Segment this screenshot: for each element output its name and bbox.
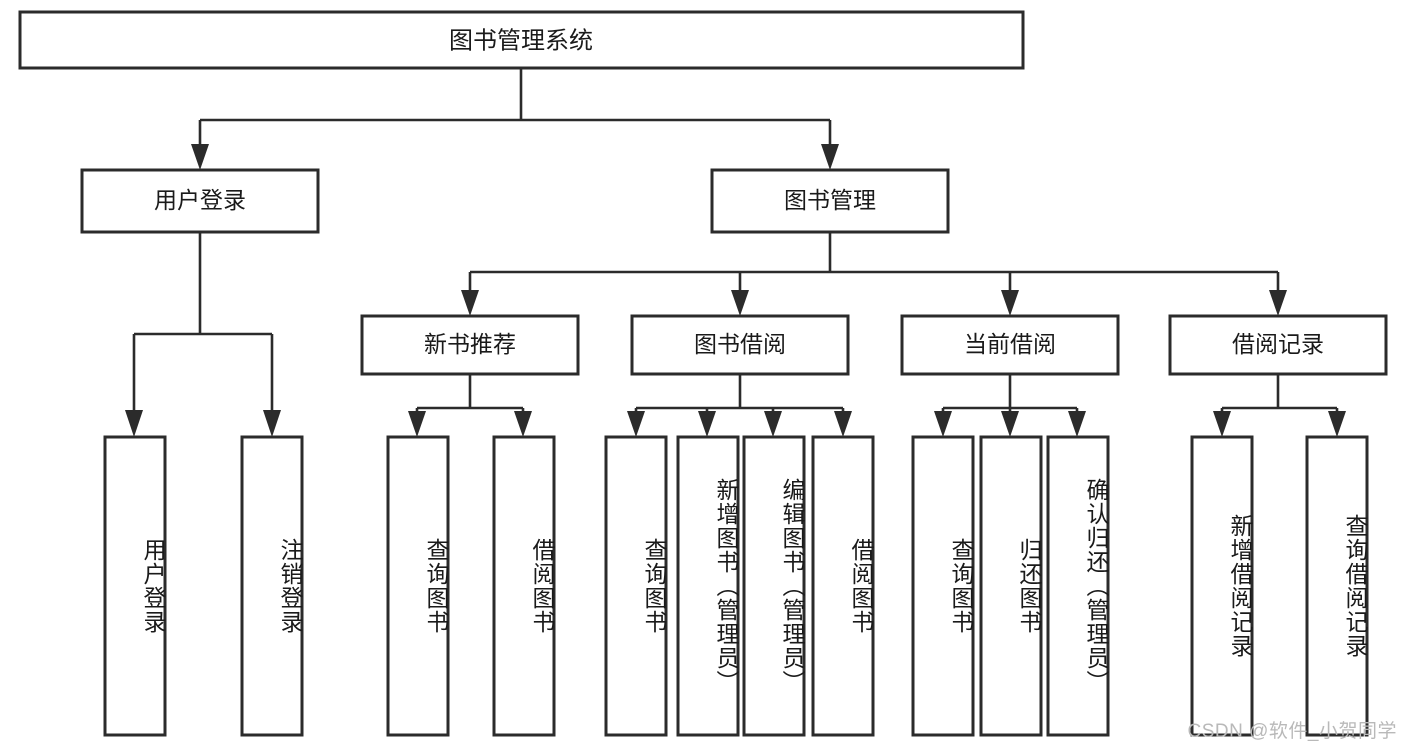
connector-bookmgmt-to-level3 [461,232,1287,316]
node-user-login[interactable]: 用户登录 [80,168,320,234]
arrow-icon [627,411,645,437]
leaf-box-query-book-3[interactable] [911,435,975,737]
node-root-label: 图书管理系统 [449,27,593,54]
leaf-box-query-book-2[interactable] [604,435,668,737]
arrow-icon [408,411,426,437]
arrow-icon [1068,411,1086,437]
node-book-management-label: 图书管理 [784,187,876,213]
node-borrow-record[interactable]: 借阅记录 [1168,314,1388,376]
leaf-box-user-login[interactable] [103,435,167,737]
arrow-icon [125,410,143,437]
arrow-icon [1328,411,1346,437]
leaf-box-edit-book[interactable] [742,435,806,737]
arrow-icon [191,144,209,170]
leaf-box-borrow-book-1[interactable] [492,435,556,737]
arrow-icon [1001,411,1019,437]
leaf-box-query-book-1[interactable] [386,435,450,737]
arrow-icon [731,290,749,316]
node-book-management[interactable]: 图书管理 [710,168,950,234]
leaf-box-confirm-return[interactable] [1046,435,1110,737]
watermark: CSDN @软件_小贺同学 [1187,721,1397,742]
leaf-box-add-record[interactable] [1190,435,1254,737]
arrow-icon [263,410,281,437]
leaf-box-add-book[interactable] [676,435,740,737]
leaf-box-borrow-book-2[interactable] [811,435,875,737]
arrow-icon [461,290,479,316]
connector-current-to-leaves [934,374,1086,437]
node-new-book-recommend[interactable]: 新书推荐 [360,314,580,376]
arrow-icon [821,144,839,170]
arrow-icon [698,411,716,437]
arrow-icon [1269,290,1287,316]
node-user-login-label: 用户登录 [154,187,246,213]
node-book-borrow-label: 图书借阅 [694,331,786,357]
node-borrow-record-label: 借阅记录 [1232,331,1324,357]
arrow-icon [1001,290,1019,316]
node-new-book-recommend-label: 新书推荐 [424,331,516,357]
connector-record-to-leaves [1213,374,1346,437]
connector-recommend-to-leaves [408,374,532,437]
node-current-borrow-label: 当前借阅 [964,331,1056,357]
arrow-icon [764,411,782,437]
node-root[interactable]: 图书管理系统 [18,10,1025,70]
node-current-borrow[interactable]: 当前借阅 [900,314,1120,376]
leaf-box-logout[interactable] [240,435,304,737]
connector-userlogin-to-leaves [125,232,281,437]
leaf-box-return-book[interactable] [979,435,1043,737]
arrow-icon [1213,411,1231,437]
leaf-box-query-record[interactable] [1305,435,1369,737]
connector-borrow-to-leaves [627,374,852,437]
arrow-icon [834,411,852,437]
arrow-icon [514,411,532,437]
arrow-icon [934,411,952,437]
connector-root-to-level2 [191,68,839,170]
node-book-borrow[interactable]: 图书借阅 [630,314,850,376]
